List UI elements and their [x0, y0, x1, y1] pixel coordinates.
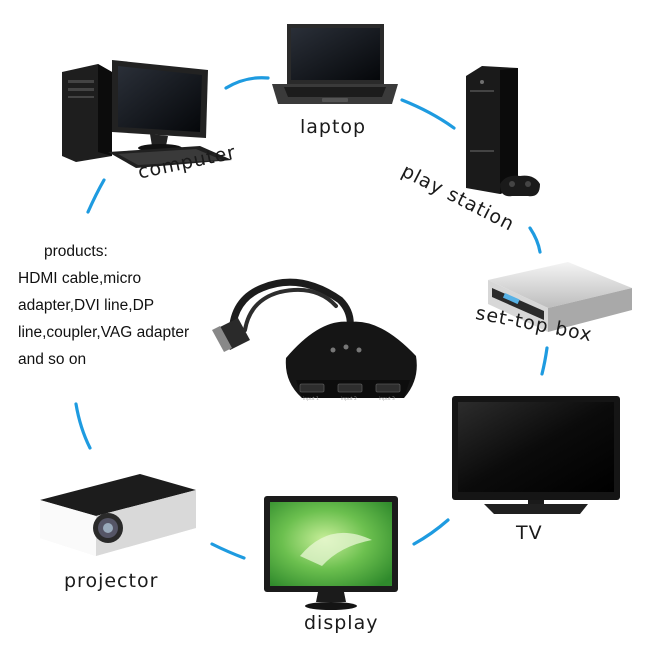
projector-label: projector [64, 570, 159, 592]
arc-settop-tv [540, 346, 549, 376]
arc-computer-laptop [224, 76, 270, 90]
products-body: HDMI cable,micro adapter,DVI line,DP lin… [18, 270, 190, 368]
laptop-label: laptop [300, 116, 367, 138]
laptop-image [272, 24, 398, 104]
switch-port-label-1: input 1 [303, 396, 319, 402]
arc-display-projector [210, 542, 246, 560]
products-heading: products: [44, 243, 108, 260]
switch-port-label-2: input 2 [341, 396, 357, 402]
computer-image [62, 60, 232, 168]
arc-projector-products [74, 402, 92, 450]
arc-products-computer [86, 178, 106, 214]
products-text: products: HDMI cable,micro adapter,DVI l… [18, 238, 208, 373]
hdmi-switch-image [212, 278, 417, 398]
playstation-image [466, 66, 540, 197]
display-image [264, 496, 398, 610]
display-label: display [304, 612, 379, 634]
settop-box-image [488, 262, 632, 332]
connector-arcs [74, 76, 549, 560]
arc-laptop-playstation [400, 98, 456, 130]
switch-port-label-3: input 3 [379, 396, 395, 402]
tv-image [452, 396, 620, 514]
projector-image [40, 474, 196, 556]
tv-label: TV [516, 522, 543, 544]
arc-playstation-settop [528, 226, 542, 254]
arc-tv-display [412, 518, 450, 546]
